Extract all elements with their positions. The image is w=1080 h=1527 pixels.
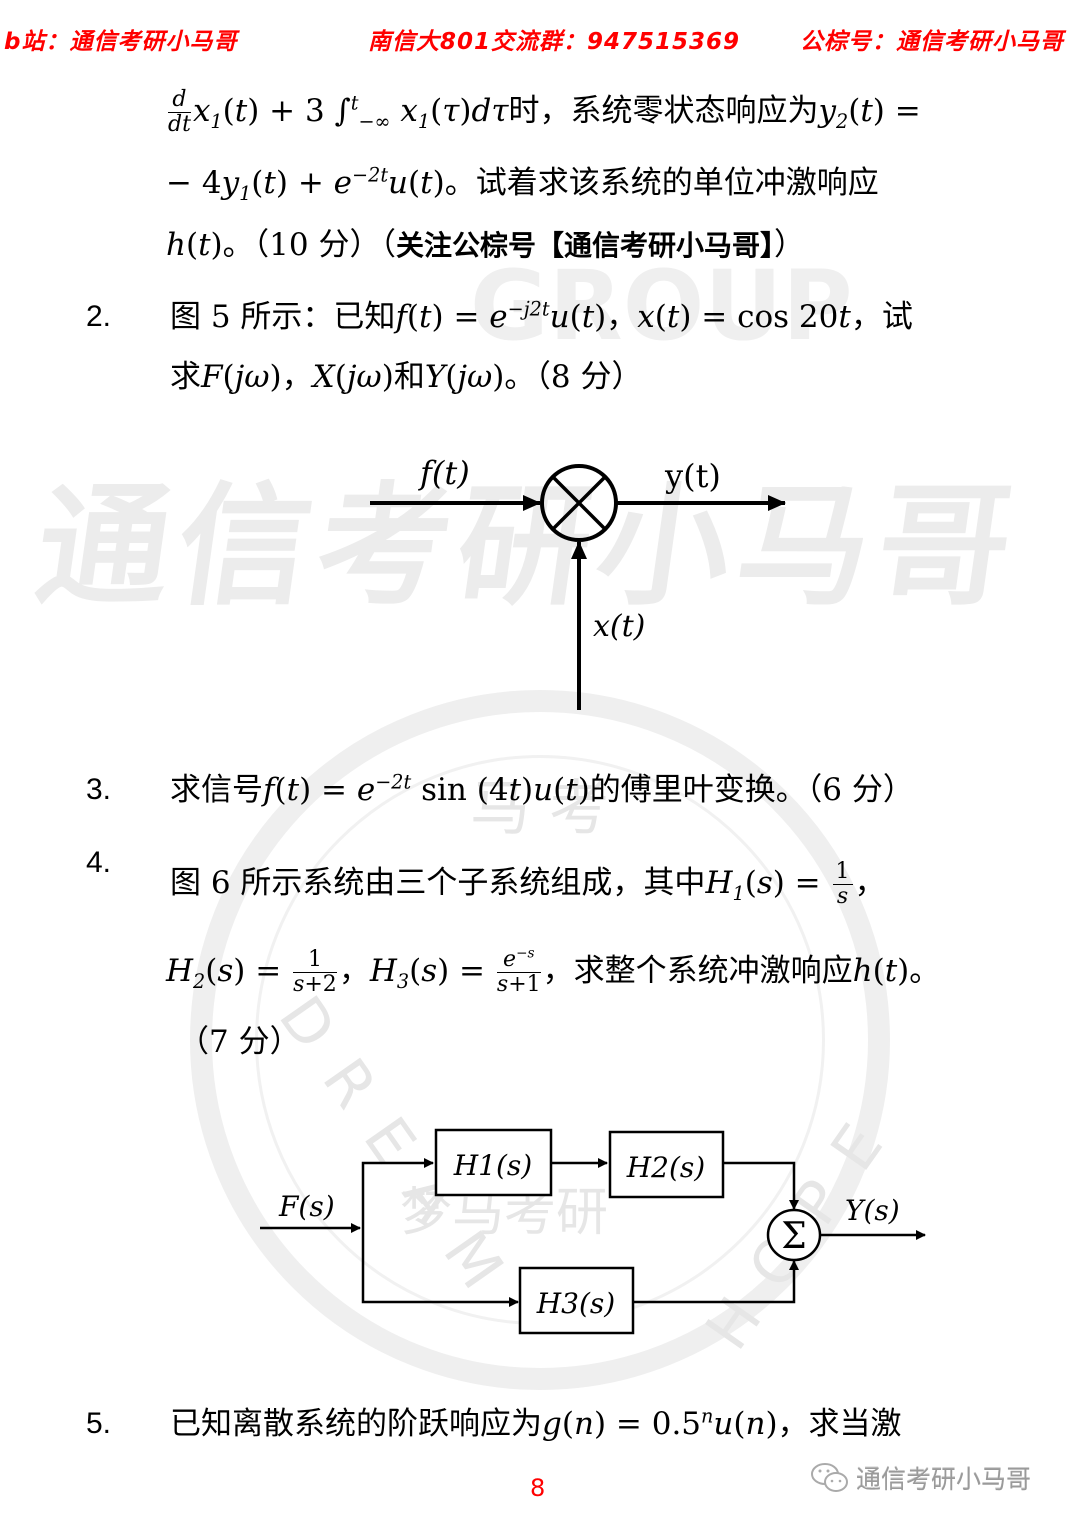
problem5-text-a: 已知离散系统的阶跃响应为	[170, 1406, 542, 1442]
label-y-t: y(t)	[664, 457, 721, 495]
problem4-line2-end: ，求整个系统冲激响应	[542, 953, 853, 989]
figure5-multiplier-diagram: f(t) y(t) x(t)	[370, 454, 786, 710]
problem1-close-paren: ）	[773, 227, 805, 263]
problem5-number: 5.	[86, 1407, 112, 1440]
problem4-text-a: 图 6 所示系统由三个子系统组成，其中	[170, 865, 706, 901]
problem4-line2-mid: ，	[338, 953, 370, 989]
block-h1	[434, 1128, 553, 1197]
watermark-seal-top: 马 考	[470, 774, 610, 844]
block-h2	[608, 1130, 725, 1199]
problem2-line2-a: 求	[170, 359, 201, 395]
problem1-score: 。（10 分）（	[222, 227, 396, 263]
problem2-line2-b: ，	[281, 359, 313, 395]
problem1-text-1: 时，系统零状态响应为	[508, 93, 819, 129]
problem4-text-b: ，	[854, 865, 886, 901]
problem4-score: （7 分）	[178, 1024, 301, 1060]
problem1-follow-note: 关注公棕号【通信考研小马哥】	[395, 229, 774, 262]
wechat-icon	[811, 1463, 848, 1492]
problem2-line2-d: 。（8 分）	[504, 359, 643, 395]
label-h1: H1(s)	[453, 1149, 532, 1182]
label-f-t: f(t)	[418, 454, 470, 492]
problem2-line2-c: 和	[393, 359, 425, 395]
label-x-t: x(t)	[593, 609, 645, 644]
wechat-account-name: 通信考研小马哥	[856, 1465, 1032, 1494]
problem1-line2: − 4y1(t) + e−2tu(t)。试着求该系统的单位冲激响应	[166, 163, 879, 206]
header-official-account: 公棕号：通信考研小马哥	[800, 29, 1064, 55]
watermark-group: GROUP	[470, 250, 853, 362]
problem3-text-a: 求信号	[170, 772, 263, 808]
page-number: 8	[530, 1474, 546, 1502]
wechat-watermark: 通信考研小马哥	[810, 1460, 1031, 1496]
problem5-line: 已知离散系统的阶跃响应为g(n) = 0.5nu(n)，求当激	[170, 1404, 902, 1442]
problem2-line1: 图 5 所示：已知f(t) = e−j2tu(t)，x(t) = cos 20t…	[170, 297, 913, 335]
problem3-line: 求信号f(t) = e−2t sin (4t)u(t)的傅里叶变换。（6 分）	[170, 770, 914, 808]
problem4-number: 4.	[86, 846, 112, 879]
problem2-text-c: ，试	[850, 299, 913, 335]
figure6-block-diagram: Σ F(s) Y(s) H1(s) H2(s) H3(s)	[260, 1128, 926, 1335]
problem1-text-2: 。试着求该系统的单位冲激响应	[444, 165, 879, 201]
problem3-text-b: 的傅里叶变换。（6 分）	[589, 772, 914, 808]
header-bilibili: b站：通信考研小马哥	[4, 29, 238, 55]
sum-symbol: Σ	[781, 1216, 806, 1257]
label-h3: H3(s)	[536, 1287, 615, 1320]
label-F-s: F(s)	[278, 1190, 335, 1223]
problem1-line3: h(t)。（10 分）（关注公棕号【通信考研小马哥】）	[166, 227, 805, 263]
problem2-text-b: ，	[606, 299, 638, 335]
problem5-text-b: ，求当激	[777, 1406, 902, 1442]
label-h2: H2(s)	[626, 1151, 705, 1184]
problem4-line2-tail: 。	[909, 953, 941, 989]
problem2-text-a: 图 5 所示：已知	[170, 299, 396, 335]
block-h3	[518, 1266, 635, 1335]
header-group-number: 南信大801交流群：947515369	[368, 29, 741, 55]
problem3-number: 3.	[86, 773, 112, 806]
problem2-number: 2.	[86, 300, 112, 333]
label-Y-s: Y(s)	[845, 1194, 900, 1227]
problem2-line2: 求F(jω)，X(jω)和Y(jω)。（8 分）	[170, 359, 643, 395]
